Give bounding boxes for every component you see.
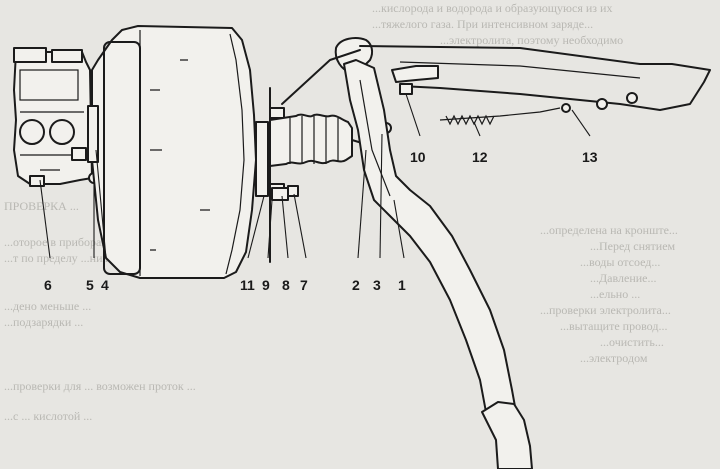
- vacuum-booster: [87, 25, 257, 279]
- leader-lines: [39, 93, 591, 259]
- bg-text-line: ...Давление...: [590, 271, 657, 285]
- bg-text-line: ...электролита, поэтому необходимо: [440, 33, 623, 47]
- pedal-bracket: [281, 37, 711, 134]
- pushrod-boot: [255, 87, 390, 263]
- bg-text-line: ...электродом: [580, 351, 648, 365]
- callout-label: 4: [101, 277, 109, 293]
- leader-1: [393, 199, 405, 259]
- callout-label: 10: [410, 149, 426, 165]
- bg-text-line: ...очистить...: [600, 335, 664, 349]
- bg-text-line: ...оторое в приборах, ...: [4, 235, 122, 249]
- leader-6: [39, 179, 51, 259]
- callout-labels: 6 5 4 11 9 8 7 2 3 1 10 12 13: [44, 149, 598, 293]
- bg-text-line: ...тяжелого газа. При интенсивном заряде…: [372, 17, 593, 31]
- callout-label: 11: [240, 277, 255, 293]
- callout-label: 9: [262, 277, 270, 293]
- callout-label: 12: [472, 149, 488, 165]
- bg-text-line: ...Перед снятием: [590, 239, 676, 253]
- master-cylinder: [13, 47, 100, 187]
- bg-text-line: ...проверки для ... возможен проток ...: [4, 379, 196, 393]
- bg-text-line: ...т по пределу ...ния: [4, 251, 109, 265]
- bg-text-line: ...определена на кронште...: [540, 223, 678, 237]
- bg-text-line: ...дено меньше ...: [4, 299, 91, 313]
- callout-label: 3: [373, 277, 381, 293]
- bg-text-line: ...проверки электролита...: [540, 303, 671, 317]
- leader-8: [281, 195, 289, 259]
- background-text-layer: ...кислорода и водорода и образующуюся и…: [4, 1, 678, 423]
- callout-label: 1: [398, 277, 406, 293]
- leader-4: [95, 149, 107, 259]
- bg-text-line: ПРОВЕРКА ...: [4, 199, 79, 213]
- leader-12: [473, 121, 481, 137]
- bg-text-line: ...вытащите провод...: [560, 319, 667, 333]
- brake-pedal-arm: [343, 59, 533, 469]
- bg-text-line: ...ельно ...: [590, 287, 640, 301]
- callout-label: 13: [582, 149, 598, 165]
- leader-7: [293, 193, 307, 259]
- bg-text-line: ...с ... кислотой ...: [4, 409, 92, 423]
- bg-text-line: ...подзарядки ...: [4, 315, 83, 329]
- bg-text-line: ...кислорода и водорода и образующуюся и…: [372, 1, 612, 15]
- callout-label: 5: [86, 277, 94, 293]
- callout-label: 7: [300, 277, 308, 293]
- leader-10: [405, 93, 421, 137]
- bg-text-line: ...воды отсоед...: [580, 255, 660, 269]
- leader-13: [571, 109, 591, 137]
- callout-label: 6: [44, 277, 52, 293]
- leader-9: [267, 199, 273, 259]
- callout-label: 8: [282, 277, 290, 293]
- callout-label: 2: [352, 277, 360, 293]
- leader-11: [247, 195, 265, 259]
- leader-2: [357, 149, 367, 259]
- leader-3: [379, 133, 383, 259]
